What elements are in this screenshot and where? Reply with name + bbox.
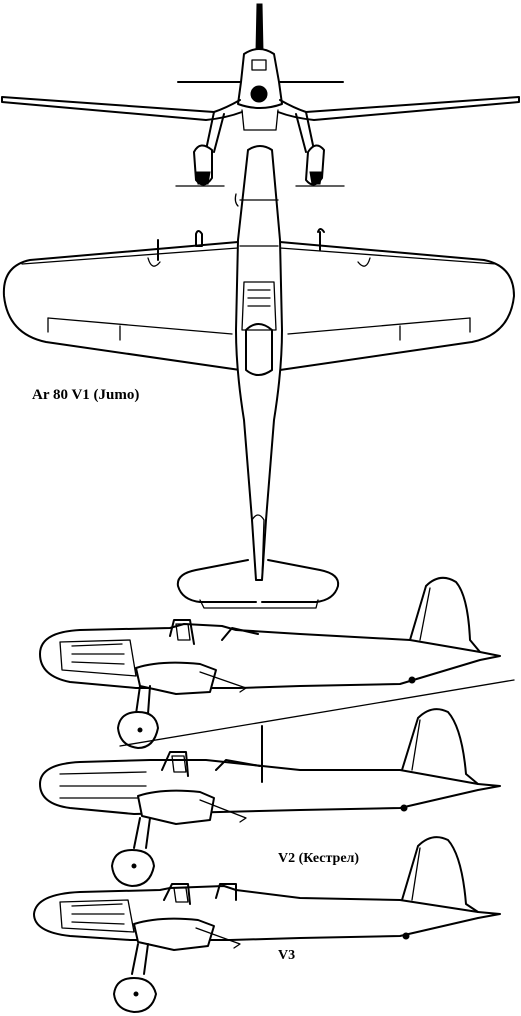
side-view-v3	[33, 836, 501, 1013]
front-view	[1, 3, 520, 187]
caption-v1: Ar 80 V1 (Jumo)	[32, 387, 140, 403]
caption-v2: V2 (Кестрел)	[278, 851, 360, 866]
caption-v3: V3	[278, 948, 296, 963]
top-view	[2, 145, 515, 609]
side-view-v2	[39, 708, 501, 887]
side-view-v1	[39, 576, 515, 749]
